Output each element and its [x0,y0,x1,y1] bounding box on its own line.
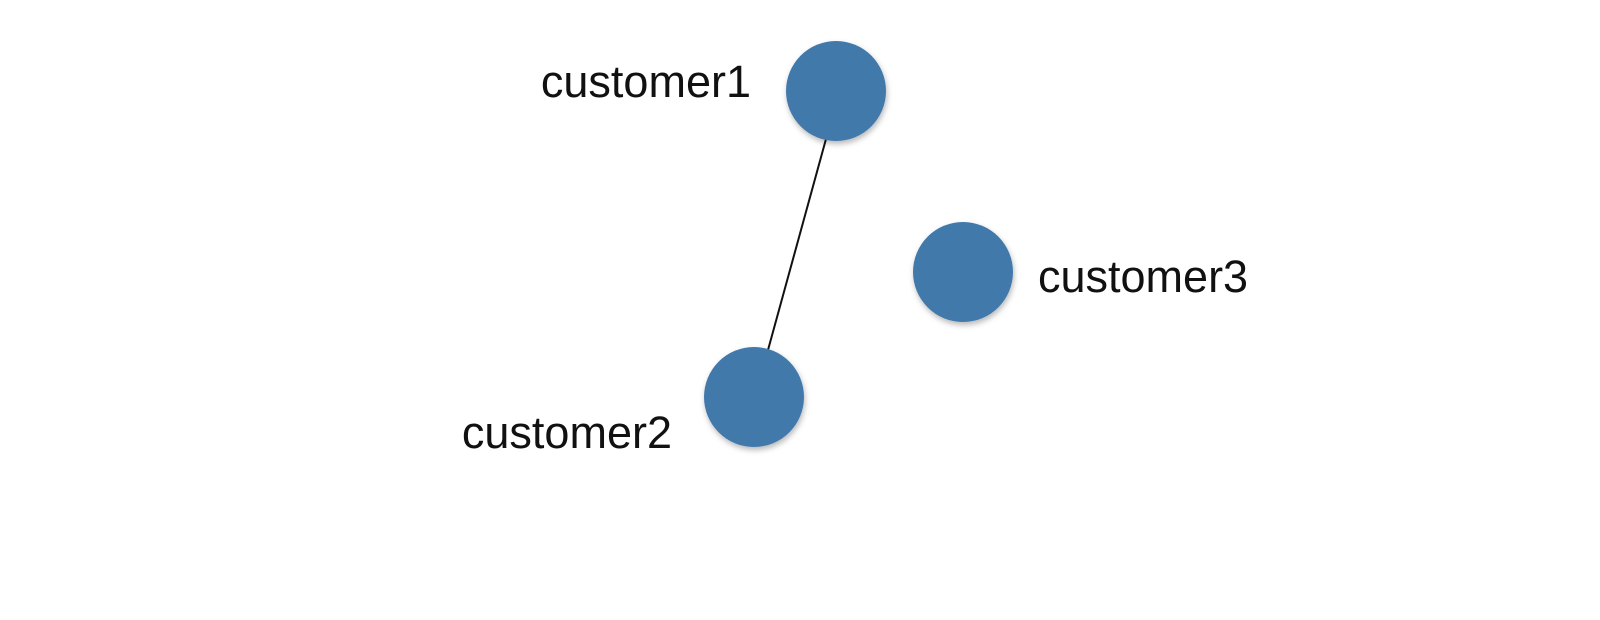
node-label-customer3: customer3 [1038,251,1248,302]
edge-customer1-customer2 [767,138,827,351]
node-customer2[interactable] [704,347,804,447]
node-label-customer1: customer1 [541,56,751,107]
node-customer3[interactable] [913,222,1013,322]
node-customer1[interactable] [786,41,886,141]
node-label-customer2: customer2 [462,407,672,458]
